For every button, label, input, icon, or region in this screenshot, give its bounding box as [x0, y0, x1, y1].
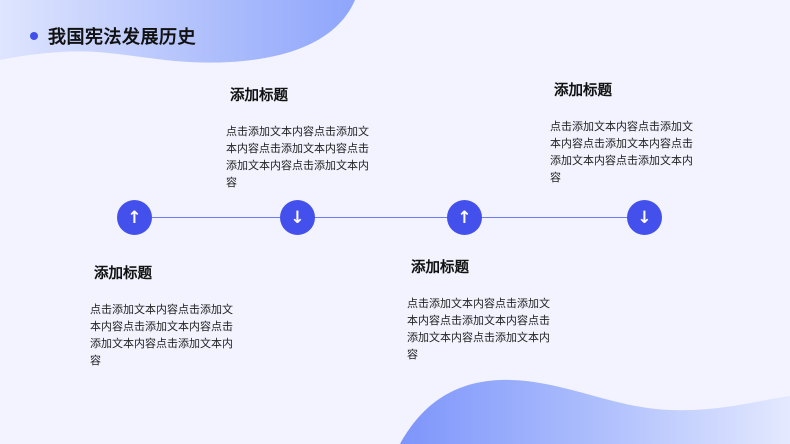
- timeline-node-1-arrow-up-icon[interactable]: ↑: [117, 200, 152, 235]
- timeline-node-2-arrow-down-icon[interactable]: ↓: [280, 200, 315, 235]
- timeline-block-4: 添加标题 点击添加文本内容点击添加文本内容点击添加文本内容点击添加文本内容点击添…: [550, 79, 700, 186]
- timeline-node-4-arrow-down-icon[interactable]: ↓: [627, 200, 662, 235]
- block-title[interactable]: 添加标题: [94, 266, 152, 282]
- timeline-block-1: 添加标题 点击添加文本内容点击添加文本内容点击添加文本内容点击添加文本内容点击添…: [90, 262, 240, 369]
- decorative-blob-top: [0, 0, 355, 63]
- block-title[interactable]: 添加标题: [554, 83, 612, 99]
- block-body[interactable]: 点击添加文本内容点击添加文本内容点击添加文本内容点击添加文本内容点击添加文本内容: [90, 303, 233, 367]
- timeline-line: [135, 217, 645, 218]
- block-body[interactable]: 点击添加文本内容点击添加文本内容点击添加文本内容点击添加文本内容点击添加文本内容: [407, 297, 550, 361]
- timeline-block-2: 添加标题 点击添加文本内容点击添加文本内容点击添加文本内容点击添加文本内容点击添…: [226, 84, 376, 191]
- block-title[interactable]: 添加标题: [411, 260, 469, 276]
- block-title[interactable]: 添加标题: [230, 88, 288, 104]
- bullet-dot-icon: [30, 32, 38, 40]
- page-title: 我国宪法发展历史: [48, 27, 196, 48]
- block-body[interactable]: 点击添加文本内容点击添加文本内容点击添加文本内容点击添加文本内容点击添加文本内容: [226, 125, 369, 189]
- timeline-node-3-arrow-up-icon[interactable]: ↑: [447, 200, 482, 235]
- block-body[interactable]: 点击添加文本内容点击添加文本内容点击添加文本内容点击添加文本内容点击添加文本内容: [550, 120, 693, 184]
- page-header: 我国宪法发展历史: [30, 22, 196, 50]
- decorative-blob-bottom: [400, 379, 790, 444]
- timeline-block-3: 添加标题 点击添加文本内容点击添加文本内容点击添加文本内容点击添加文本内容点击添…: [407, 256, 557, 363]
